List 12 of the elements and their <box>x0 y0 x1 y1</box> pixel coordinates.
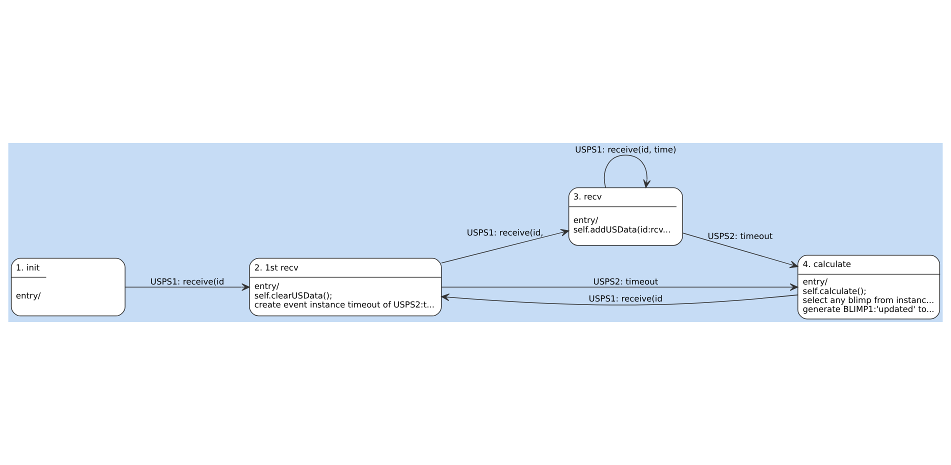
arrow <box>125 283 250 291</box>
arrow <box>604 154 651 188</box>
edge-label: USPS1: receive(id <box>588 293 663 304</box>
arrow <box>682 232 798 268</box>
edge-label: USPS1: receive(id, time) <box>575 144 676 155</box>
edge-label: USPS2: timeout <box>708 231 773 242</box>
edge-label: USPS1: receive(id, <box>466 227 544 238</box>
edge-label: USPS2: timeout <box>593 276 658 287</box>
arrow <box>441 283 798 291</box>
arrow <box>441 228 570 264</box>
edge-label: USPS1: receive(id <box>150 276 224 287</box>
arrow <box>441 293 798 306</box>
